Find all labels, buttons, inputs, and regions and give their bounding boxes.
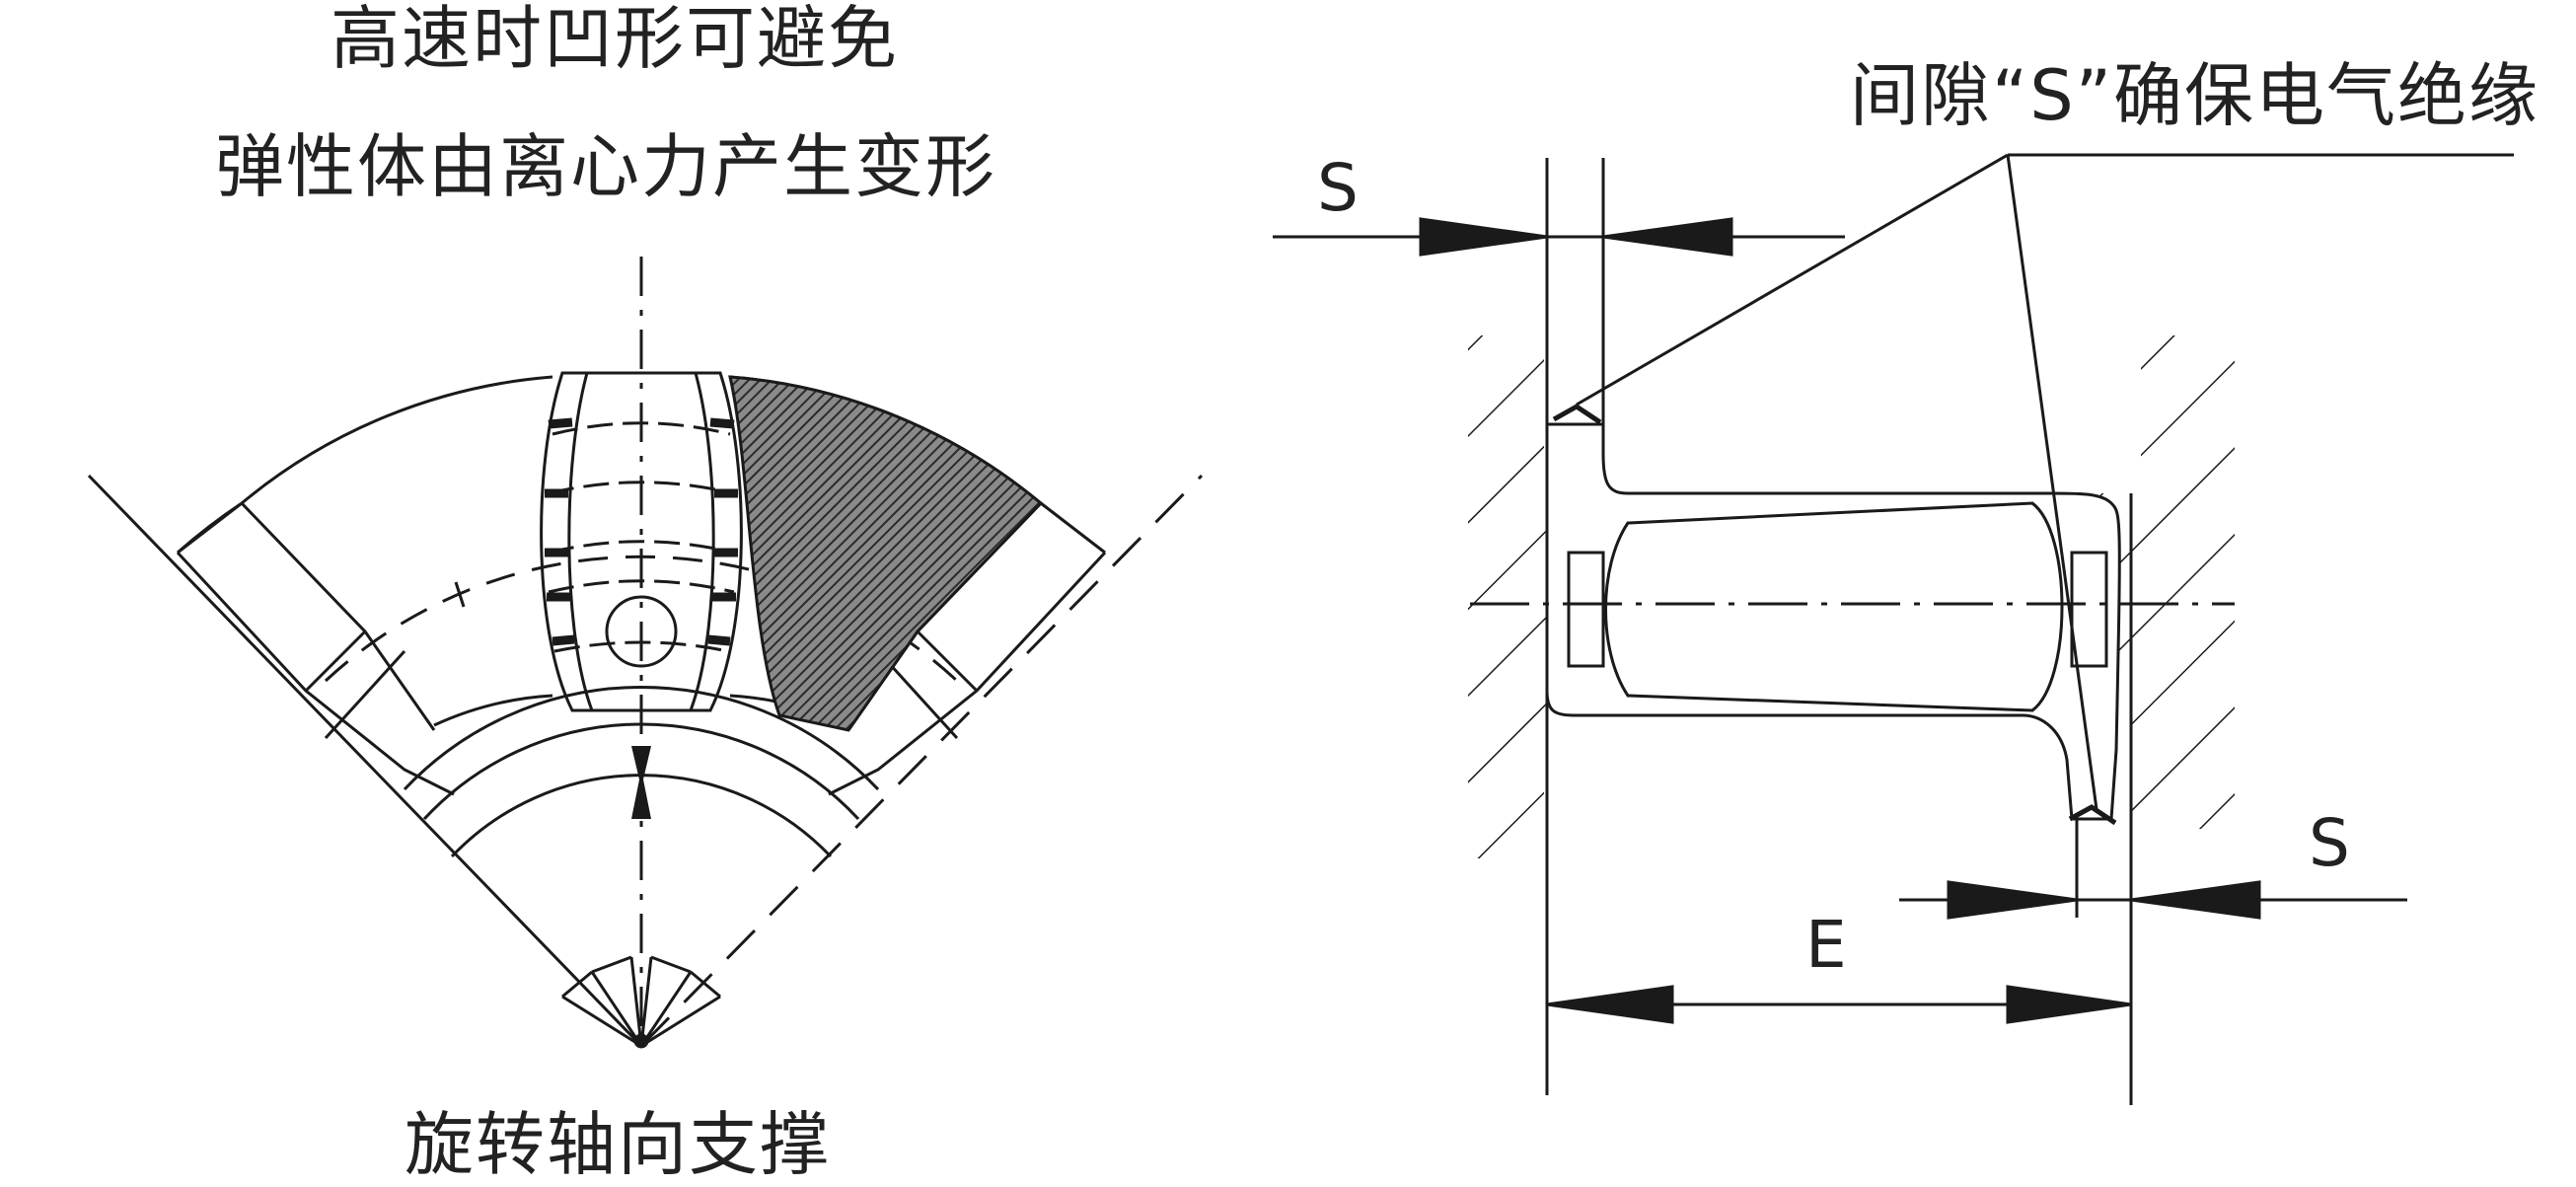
- outer-arc-left: [241, 375, 553, 505]
- jaw-right-edge: [828, 551, 1107, 796]
- label-s-bottom: S: [2309, 805, 2350, 881]
- roller-pin-left: [1567, 551, 1605, 668]
- label-rotational-axial-support: 旋转轴向支撑: [405, 1104, 831, 1185]
- hatched-deformed-block: [728, 375, 1044, 732]
- label-s-top: S: [1317, 150, 1359, 226]
- arrow-e-left: [1546, 985, 1674, 1024]
- arrow-e-right: [2006, 985, 2132, 1024]
- roller-element: [1604, 501, 2064, 712]
- arrow-s-top-right: [1602, 217, 1733, 257]
- leader-to-top-gap: [1576, 153, 2009, 407]
- hub-arc-1: [403, 685, 880, 791]
- sector-boundary-left: [87, 474, 643, 1048]
- arrow-s-bottom-left: [1947, 880, 2078, 920]
- arrow-s-bottom-right: [2130, 880, 2261, 920]
- elastic-bumps: [545, 417, 738, 646]
- label-clearance-insulation: 间隙“S”确保电气绝缘: [1850, 55, 2539, 136]
- leader-to-bottom-gap: [2006, 154, 2098, 810]
- arrow-s-top-left: [1419, 217, 1548, 257]
- hub-arc-2: [422, 722, 860, 821]
- label-concave-avoided: 高速时凹形可避免: [331, 0, 899, 79]
- coupling-sector-drawing: [87, 257, 1204, 1049]
- roller-pin-right: [2070, 551, 2108, 668]
- axial-marker: [631, 746, 651, 819]
- center-hole: [605, 595, 678, 668]
- sector-boundary-right: [639, 474, 1204, 1048]
- cross-section-drawing: [1273, 153, 2514, 1105]
- label-e-dimension: E: [1805, 907, 1847, 983]
- elastic-element: [540, 371, 743, 712]
- jaw-left-edge: [176, 551, 455, 796]
- label-centrifugal-deformation: 弹性体由离心力产生变形: [215, 126, 996, 207]
- rotation-fan: [561, 955, 721, 1049]
